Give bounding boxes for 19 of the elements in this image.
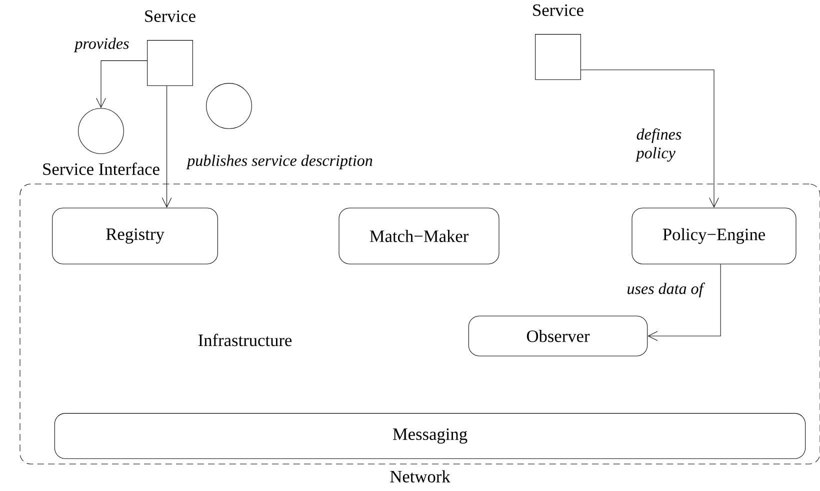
node-label: Service bbox=[145, 10, 196, 22]
connector-arrow bbox=[162, 86, 172, 208]
edge-label: uses data of bbox=[628, 282, 706, 298]
connector-arrow bbox=[648, 264, 721, 341]
component-box: Match−Maker bbox=[338, 208, 500, 264]
edge-label: defines policy bbox=[635, 128, 682, 162]
node-label: Service bbox=[533, 4, 584, 16]
edge-label: publishes service description bbox=[186, 154, 372, 170]
edge-label: provides bbox=[74, 38, 129, 52]
node-label: Service Interface bbox=[43, 162, 160, 175]
connector-arrow bbox=[580, 70, 719, 208]
connector-arrow bbox=[96, 60, 148, 108]
component-box: Messaging bbox=[54, 413, 806, 459]
area-label: Network bbox=[390, 470, 450, 482]
component-box: Observer bbox=[468, 316, 648, 356]
component-box: Registry bbox=[52, 208, 218, 264]
circle-symbol bbox=[206, 83, 252, 129]
component-box: Policy−Engine bbox=[632, 208, 796, 264]
area-label: Infrastructure bbox=[198, 334, 292, 346]
